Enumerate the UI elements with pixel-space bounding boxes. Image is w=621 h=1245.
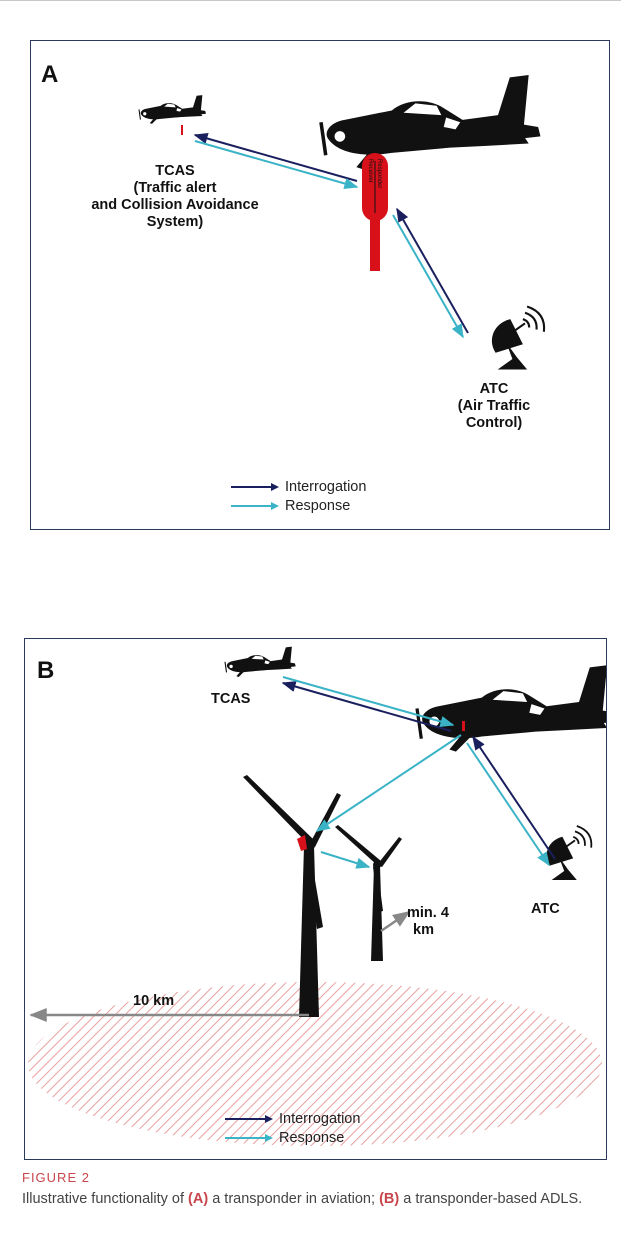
tcas-interrogation-arrow — [193, 133, 358, 182]
tcas-label: TCAS (Traffic alert and Collision Avoida… — [91, 163, 259, 230]
tcas-aircraft-icon — [138, 94, 207, 125]
atc-dish-icon — [490, 305, 546, 371]
main-aircraft-icon-b — [415, 663, 606, 754]
legend-interrogation: Interrogation — [231, 477, 366, 496]
caption-ref-a: (A) — [188, 1191, 209, 1207]
legend-interrogation-label: Interrogation — [285, 478, 367, 495]
transponder-device-icon: Receiver Responder — [362, 153, 388, 271]
atc-label-b: ATC — [531, 901, 560, 917]
radius-label: 10 km — [133, 993, 175, 1009]
figure-caption-text: Illustrative functionality of (A) a tran… — [22, 1191, 583, 1207]
panel-b-letter: B — [37, 657, 55, 684]
tcas-transponder-icon — [181, 125, 183, 135]
figure-caption: FIGURE 2 Illustrative functionality of (… — [22, 1170, 602, 1210]
atc-dish-icon-b — [545, 825, 593, 881]
panel-b: B TCAS ATC 10 km min. 4 km Interrogation… — [24, 638, 607, 1160]
legend-response: Response — [231, 496, 366, 515]
legend-interrogation-b: Interrogation — [225, 1109, 360, 1128]
caption-ref-b: (B) — [379, 1191, 400, 1207]
aircraft-transponder-icon-b — [462, 721, 465, 731]
device-receiver-label: Receiver — [367, 159, 373, 183]
device-responder-label: Responder — [376, 159, 382, 188]
atc-response-arrow — [392, 214, 464, 339]
tcas-response-arrow-b — [282, 676, 455, 727]
turbine-response-arrow-b — [315, 734, 462, 832]
legend-interrogation-label-b: Interrogation — [279, 1110, 361, 1127]
tcas-interrogation-arrow-b — [281, 681, 452, 732]
atc-response-arrow-b — [466, 742, 550, 867]
wind-turbine-large-icon — [243, 775, 341, 1017]
panel-a: Receiver Responder A TCAS (Traffic alert… — [30, 40, 610, 530]
tcas-label-b: TCAS — [211, 691, 251, 707]
panel-b-diagram — [28, 646, 606, 1146]
tcas-response-arrow — [194, 140, 359, 189]
legend-response-label: Response — [285, 497, 351, 514]
panel-a-letter: A — [41, 61, 59, 88]
panel-a-legend: Interrogation Response — [231, 477, 366, 515]
turbine-link-arrow-b — [320, 851, 371, 869]
min-distance-label: min. 4 km — [407, 905, 449, 938]
min-distance-arrow — [380, 910, 411, 933]
figure-title: FIGURE 2 — [22, 1170, 90, 1185]
atc-label: ATC (Air Traffic Control) — [457, 381, 531, 431]
wind-turbine-small-icon — [335, 825, 402, 961]
panel-b-legend: Interrogation Response — [225, 1109, 360, 1147]
legend-response-label-b: Response — [279, 1129, 345, 1146]
legend-response-b: Response — [225, 1128, 360, 1147]
tcas-aircraft-icon-b — [224, 646, 297, 678]
panel-a-diagram: Receiver Responder — [138, 73, 546, 371]
top-rule — [0, 0, 621, 1]
coverage-area — [28, 982, 602, 1146]
atc-interrogation-arrow-b — [472, 735, 556, 860]
main-aircraft-icon — [319, 73, 543, 172]
atc-interrogation-arrow — [396, 207, 469, 334]
